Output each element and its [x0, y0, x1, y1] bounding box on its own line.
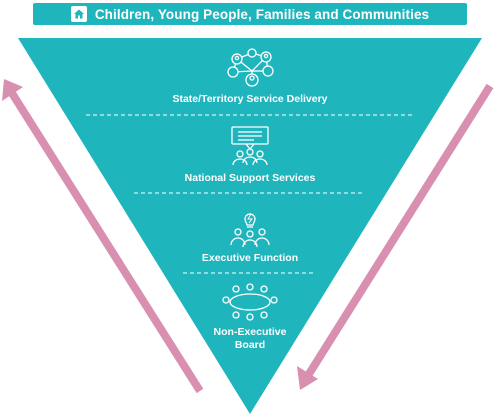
banner-title: Children, Young People, Families and Com…	[94, 6, 430, 22]
down-arrow	[297, 83, 494, 390]
idea-team-icon	[230, 213, 270, 248]
top-banner: Children, Young People, Families and Com…	[33, 3, 467, 25]
layer-label-executive-function: Executive Function	[201, 252, 299, 264]
boardroom-table-icon	[222, 283, 278, 321]
house-icon	[70, 6, 87, 22]
layer-label-board-line2: Board	[234, 339, 266, 351]
up-arrow	[2, 79, 204, 394]
inverted-triangle	[18, 38, 482, 414]
layer-label-state-territory: State/Territory Service Delivery	[172, 93, 328, 105]
layer-label-non-executive-line1: Non-Executive	[213, 326, 287, 338]
layer-label-national-support: National Support Services	[184, 172, 316, 184]
network-people-icon	[227, 48, 274, 87]
presentation-audience-icon	[231, 126, 269, 166]
